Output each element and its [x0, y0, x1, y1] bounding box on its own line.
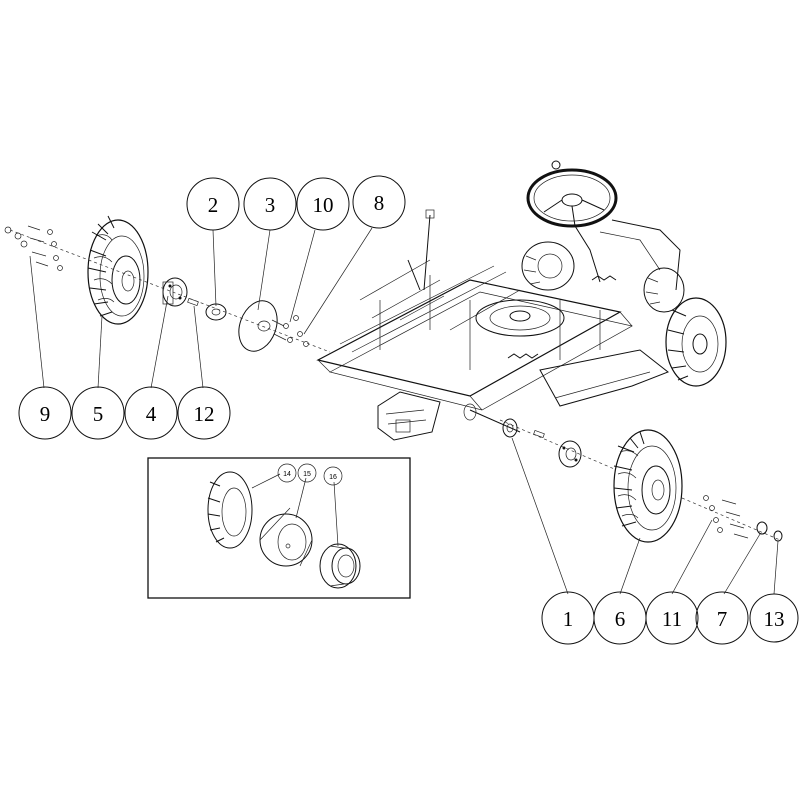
right-bolt-set [703, 495, 749, 539]
chassis-front-wheel [665, 297, 727, 387]
callout-11: 11 [645, 591, 699, 645]
callout-6: 6 [593, 591, 647, 645]
callout-label: 11 [662, 607, 682, 631]
left-wheel-hub [162, 277, 188, 307]
right-rear-tyre [613, 429, 683, 543]
callout-label: 14 [283, 471, 291, 478]
callout-15: 15 [297, 463, 317, 483]
callout-13: 13 [749, 593, 799, 643]
callout-14: 14 [277, 463, 297, 483]
callout-8: 8 [352, 175, 406, 229]
left-axle-key [187, 297, 199, 307]
inset-tyre [207, 471, 253, 549]
chassis-rear-wheel [521, 241, 575, 291]
right-wheel-hub [558, 440, 582, 468]
callout-label: 8 [374, 191, 385, 215]
callout-2: 2 [186, 177, 240, 231]
callout-label: 2 [208, 193, 219, 217]
callout-12: 12 [177, 386, 231, 440]
callout-label: 13 [764, 607, 785, 631]
inset-inner-tube [259, 507, 313, 567]
leader-lines [29, 227, 779, 595]
callout-4: 4 [124, 386, 178, 440]
callout-10: 10 [296, 177, 350, 231]
callout-9: 9 [18, 386, 72, 440]
chassis-frame [316, 209, 669, 441]
callout-16: 16 [323, 466, 343, 486]
chassis-right-tyre [643, 267, 685, 313]
callout-1: 1 [541, 591, 595, 645]
tyre-detail-inset: 14 15 16 [147, 457, 411, 599]
left-flange [205, 303, 227, 321]
callout-label: 5 [93, 402, 104, 426]
washer [756, 521, 768, 535]
callout-5: 5 [71, 386, 125, 440]
callout-label: 10 [313, 193, 334, 217]
left-hub-bolts [271, 315, 309, 347]
left-wheel-assembly [4, 215, 331, 353]
left-disc [238, 300, 278, 352]
callout-3: 3 [243, 177, 297, 231]
callout-label: 6 [615, 607, 626, 631]
callout-label: 3 [265, 193, 276, 217]
callout-label: 9 [40, 402, 51, 426]
steering-wheel [526, 160, 681, 291]
right-wheel-assembly [499, 418, 783, 543]
bushing [502, 418, 518, 438]
callout-label: 15 [303, 471, 311, 478]
left-rear-tyre [87, 215, 149, 325]
callout-label: 16 [329, 474, 337, 481]
callout-7: 7 [695, 591, 749, 645]
left-bolt-set [4, 225, 63, 271]
callout-label: 7 [717, 607, 728, 631]
callout-label: 1 [563, 607, 574, 631]
callout-label: 4 [146, 402, 157, 426]
callout-label: 12 [194, 402, 215, 426]
